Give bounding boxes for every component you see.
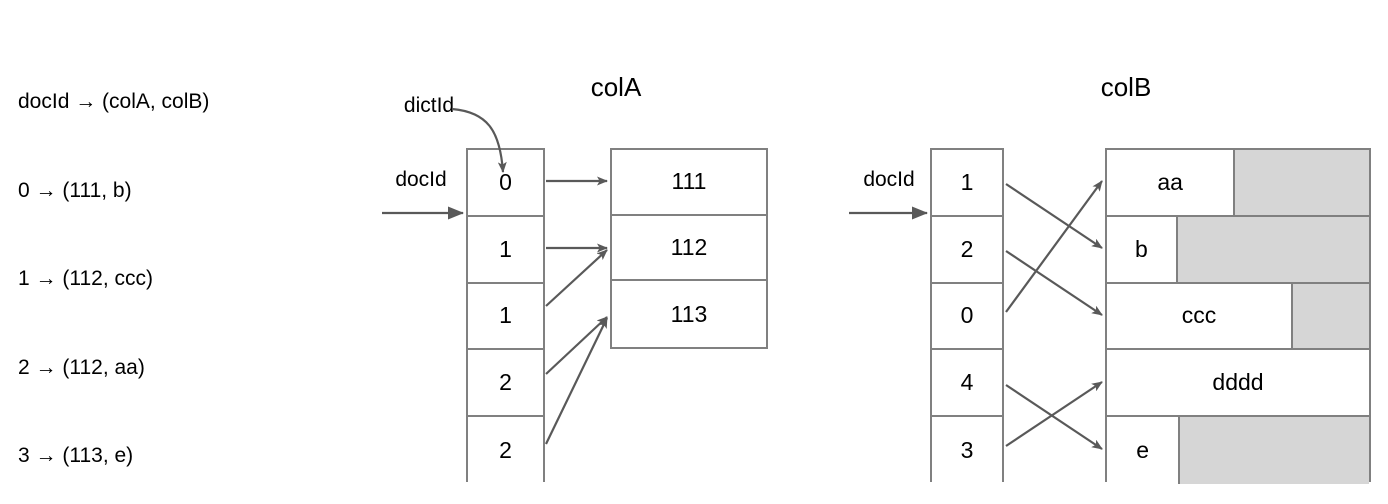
cola-dictid-cell[interactable]: 1 xyxy=(468,283,543,351)
colb-map-arrow-1 xyxy=(1005,250,1103,316)
legend-line-0: docId → (colA, colB) xyxy=(18,90,210,113)
colb-map-arrow-3 xyxy=(1005,384,1103,450)
colb-docid-cell[interactable]: 4 xyxy=(932,350,1002,418)
colb-map-arrow-4 xyxy=(1005,381,1103,447)
colb-docid-column: 1 2 0 4 3 xyxy=(930,148,1004,484)
cola-dictionary-cell[interactable]: 112 xyxy=(612,215,766,282)
legend-line-3: 2 → (112, aa) xyxy=(18,355,145,379)
cola-map-arrow-3 xyxy=(545,316,608,375)
colb-docid-cell[interactable]: 3 xyxy=(932,417,1002,484)
colb-string-cell[interactable]: ccc xyxy=(1107,283,1369,351)
cola-dictionary: 111 112 113 xyxy=(610,148,768,349)
cola-dictionary-cell[interactable]: 111 xyxy=(612,150,766,216)
colb-docid-label: docId xyxy=(863,168,915,191)
colb-title: colB xyxy=(1100,72,1152,102)
colb-string-cell[interactable]: e xyxy=(1107,417,1369,484)
legend-line-1: 0 → (111, b) xyxy=(18,178,132,202)
legend-line-2: 1 → (112, ccc) xyxy=(18,267,153,290)
colb-docid-cell[interactable]: 2 xyxy=(932,216,1002,284)
legend-line-4: 3 → (113, e) xyxy=(18,444,134,467)
colb-docid-cell[interactable]: 0 xyxy=(932,283,1002,351)
cola-docid-label: docId xyxy=(395,168,447,191)
colb-string-cell[interactable]: aa xyxy=(1107,150,1369,217)
colb-string-value: e xyxy=(1107,417,1181,484)
cola-dictid-label: dictId xyxy=(403,94,455,117)
colb-map-arrow-2 xyxy=(1005,180,1103,313)
colb-string-column: aa b ccc dddd e xyxy=(1105,148,1371,484)
cola-dictionary-cell[interactable]: 113 xyxy=(612,281,766,347)
cola-title: colA xyxy=(590,72,642,102)
cola-dictid-cell[interactable]: 0 xyxy=(468,150,543,217)
legend-block: docId → (colA, colB) 0 → (111, b) 1 → (1… xyxy=(18,28,209,504)
cola-dictid-cell[interactable]: 2 xyxy=(468,417,543,484)
colb-string-cell[interactable]: dddd xyxy=(1107,350,1369,418)
colb-string-cell[interactable]: b xyxy=(1107,216,1369,284)
colb-string-value: aa xyxy=(1107,150,1236,215)
cola-dictid-column: 0 1 1 2 2 xyxy=(466,148,545,484)
colb-string-value: b xyxy=(1107,216,1178,282)
colb-string-value: ccc xyxy=(1107,283,1294,349)
cola-map-arrow-2 xyxy=(545,249,608,307)
colb-string-value: dddd xyxy=(1107,350,1369,416)
cola-map-arrow-4 xyxy=(545,317,608,445)
cola-dictid-cell[interactable]: 2 xyxy=(468,350,543,418)
cola-dictid-cell[interactable]: 1 xyxy=(468,216,543,284)
colb-map-arrow-0 xyxy=(1005,183,1103,249)
colb-docid-cell[interactable]: 1 xyxy=(932,150,1002,217)
